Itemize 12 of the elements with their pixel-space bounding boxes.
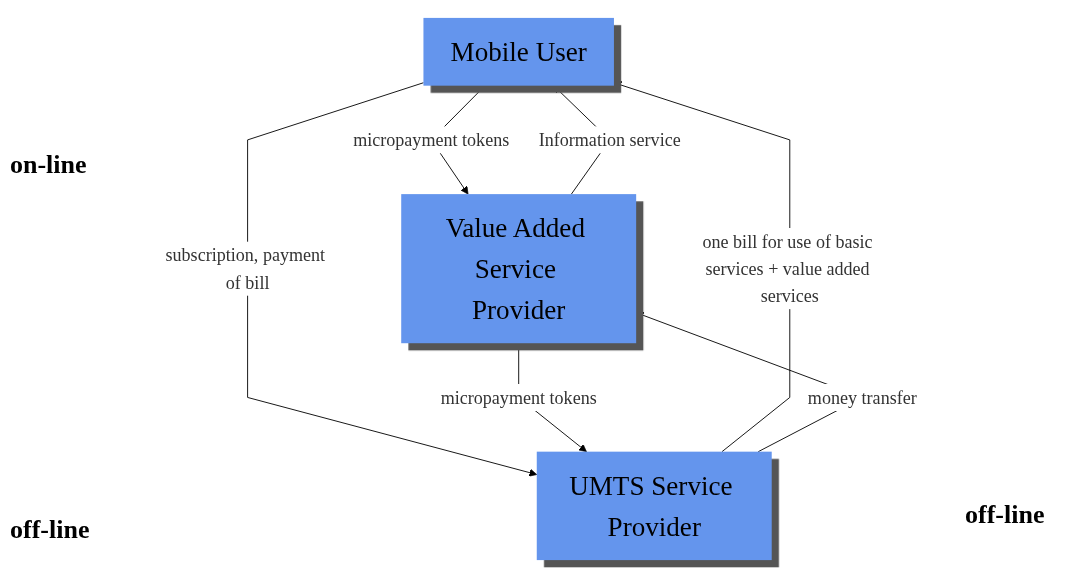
edge-label: subscription, payment of bill (165, 245, 326, 293)
node-box: UMTS Service Provider (536, 451, 772, 561)
edge-label: micropayment tokens (353, 129, 510, 150)
edge-label: money transfer (807, 387, 917, 408)
edge-label: Information service (538, 129, 681, 150)
mode-label: on-line (10, 150, 87, 180)
mode-label: off-line (10, 515, 90, 545)
node-box: Value Added Service Provider (401, 194, 637, 344)
mode-label: off-line (965, 500, 1045, 530)
node-box: Mobile User (423, 17, 614, 86)
edge-label: micropayment tokens (440, 387, 597, 408)
edge-label: one bill for use of basic services + value added services (702, 231, 873, 306)
